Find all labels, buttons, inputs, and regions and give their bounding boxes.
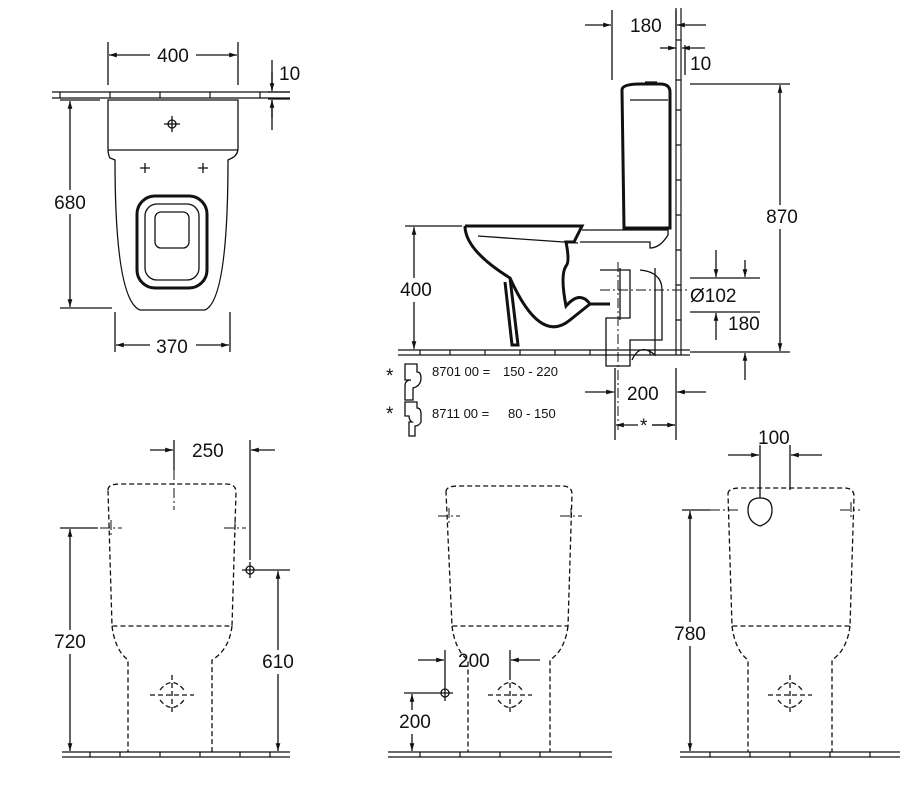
dim-wall-to-cistern: 180 xyxy=(630,16,662,37)
dim-seat-height: 400 xyxy=(400,280,432,301)
dim-right-spacing: 100 xyxy=(758,428,790,449)
dim-asterisk: * xyxy=(640,416,648,437)
dim-side-wall-gap: 10 xyxy=(690,54,711,75)
dim-left-height: 720 xyxy=(54,632,86,653)
dim-top-depth: 680 xyxy=(54,193,86,214)
side-view: 180 10 870 400 Ø102 180 200 * * 8701 00 … xyxy=(386,8,804,440)
dim-top-wall-gap: 10 xyxy=(279,64,300,85)
dim-left-spacing: 250 xyxy=(192,441,224,462)
front-view-middle: 200 200 xyxy=(388,485,612,758)
top-view: 400 10 680 370 xyxy=(48,42,300,358)
front-view-right: 100 780 xyxy=(668,428,900,758)
dim-outlet-distance: 200 xyxy=(627,384,659,405)
adapter-code: 8701 00 = xyxy=(432,364,490,379)
dim-left-inlet-height: 610 xyxy=(262,652,294,673)
dim-middle-inlet-height: 200 xyxy=(399,712,431,733)
dim-top-width: 400 xyxy=(157,46,189,67)
adapter-range: 80 - 150 xyxy=(508,406,556,421)
asterisk: * xyxy=(386,404,394,425)
dim-outlet-diameter: Ø102 xyxy=(690,286,736,307)
adapter-legend-row: * 8701 00 = 150 - 220 xyxy=(386,363,558,401)
front-view-left: 250 720 610 xyxy=(48,440,300,758)
dim-outlet-height: 180 xyxy=(728,314,760,335)
dim-right-height: 780 xyxy=(674,624,706,645)
adapter-bend-icon xyxy=(404,363,422,401)
dim-middle-offset: 200 xyxy=(458,651,490,672)
dim-top-bottom-width: 370 xyxy=(156,337,188,358)
asterisk: * xyxy=(386,366,394,387)
adapter-straight-icon xyxy=(404,401,422,437)
adapter-code: 8711 00 = xyxy=(432,406,489,421)
dim-total-height: 870 xyxy=(766,207,798,228)
adapter-legend-row: * 8711 00 = 80 - 150 xyxy=(386,401,556,437)
adapter-range: 150 - 220 xyxy=(503,364,558,379)
